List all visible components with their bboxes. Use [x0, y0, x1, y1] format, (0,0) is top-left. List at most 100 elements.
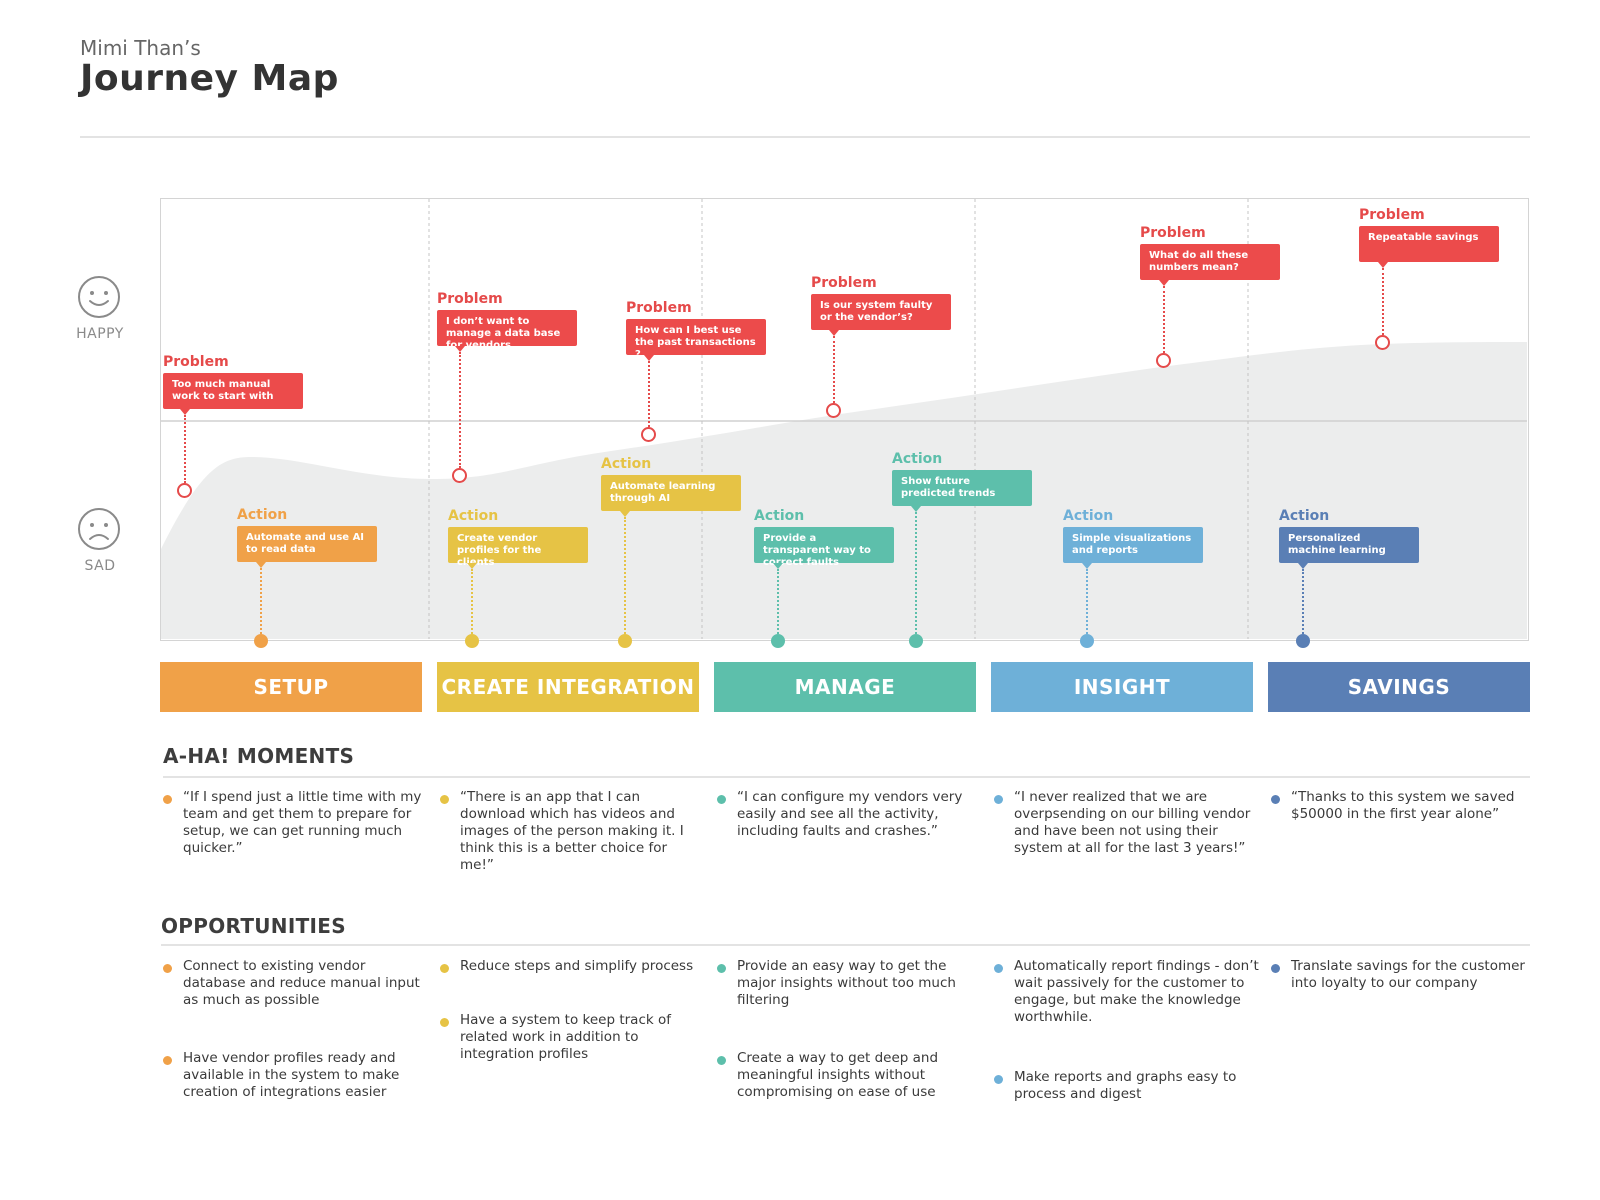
problem-label: Problem [1140, 225, 1206, 241]
action-label: Action [601, 456, 652, 472]
sad-face-icon [78, 508, 120, 550]
problem-card: Is our system faulty or the vendor’s? [811, 294, 951, 330]
aha-bullet [717, 795, 726, 804]
action-stem [915, 512, 917, 634]
action-stem [1302, 569, 1304, 634]
problem-stem [184, 415, 186, 483]
stage-create-integration: CREATE INTEGRATION [437, 662, 699, 712]
problem-stem [833, 336, 835, 403]
opportunity-bullet [1271, 964, 1280, 973]
action-marker [771, 634, 785, 648]
emotion-chart [160, 198, 1529, 641]
action-marker [465, 634, 479, 648]
problem-card: Repeatable savings [1359, 226, 1499, 262]
action-stem [1086, 569, 1088, 634]
problem-card: What do all these numbers mean? [1140, 244, 1280, 280]
opportunities-heading: OPPORTUNITIES [161, 914, 346, 938]
action-stem [260, 568, 262, 634]
aha-quote: “I never realized that we are overpsendi… [1014, 789, 1251, 856]
sad-label: SAD [84, 558, 116, 574]
aha-quote: “There is an app that I can download whi… [460, 789, 684, 873]
problem-pointer [180, 409, 190, 415]
action-pointer [773, 563, 783, 569]
opportunity-bullet [163, 1056, 172, 1065]
action-label: Action [1063, 508, 1114, 524]
problem-pointer [1159, 280, 1169, 286]
action-stem [777, 569, 779, 634]
opportunity-bullet [717, 964, 726, 973]
action-pointer [911, 506, 921, 512]
opportunity-bullet [440, 964, 449, 973]
problem-marker [177, 483, 192, 498]
action-card: Automate and use AI to read data [237, 526, 377, 562]
action-marker [618, 634, 632, 648]
action-pointer [1082, 563, 1092, 569]
problem-stem [648, 361, 650, 427]
aha-heading: A-HA! MOMENTS [163, 744, 355, 768]
problem-pointer [455, 346, 465, 352]
action-stem [624, 517, 626, 634]
problem-marker [826, 403, 841, 418]
problem-label: Problem [626, 300, 692, 316]
action-card: Simple visualizations and reports [1063, 527, 1203, 563]
problem-label: Problem [1359, 207, 1425, 223]
opportunity-item: Reduce steps and simplify process [460, 958, 694, 974]
action-label: Action [1279, 508, 1330, 524]
action-pointer [620, 511, 630, 517]
action-label: Action [448, 508, 499, 524]
opportunity-item: Automatically report findings - don’t wa… [1014, 958, 1259, 1025]
journey-owner: Mimi Than’s [80, 36, 201, 60]
stage-setup: SETUP [160, 662, 422, 712]
problem-card: How can I best use the past transactions… [626, 319, 766, 360]
problem-pointer [1378, 262, 1388, 268]
opportunities-divider [161, 944, 1530, 946]
problem-pointer [829, 330, 839, 336]
opportunity-item: Have vendor profiles ready and available… [183, 1050, 400, 1100]
action-marker [254, 634, 268, 648]
stage-manage: MANAGE [714, 662, 976, 712]
action-marker [1080, 634, 1094, 648]
action-pointer [467, 563, 477, 569]
opportunity-bullet [163, 964, 172, 973]
page-title: Journey Map [80, 58, 339, 99]
action-card: Automate learning through AI [601, 475, 741, 511]
problem-marker [641, 427, 656, 442]
problem-card: Too much manual work to start with [163, 373, 303, 409]
problem-stem [1163, 286, 1165, 353]
opportunity-item: Create a way to get deep and meaningful … [737, 1050, 939, 1100]
problem-label: Problem [163, 354, 229, 370]
opportunity-bullet [994, 964, 1003, 973]
problem-stem [1382, 268, 1384, 335]
happy-label: HAPPY [76, 326, 124, 342]
opportunity-item: Connect to existing vendor database and … [183, 958, 420, 1008]
aha-quote: “Thanks to this system we saved $50000 i… [1291, 789, 1515, 822]
problem-label: Problem [437, 291, 503, 307]
problem-marker [1156, 353, 1171, 368]
action-label: Action [754, 508, 805, 524]
emotion-curve [161, 199, 1527, 639]
problem-stem [459, 352, 461, 468]
problem-marker [452, 468, 467, 483]
action-card: Personalized machine learning [1279, 527, 1419, 563]
stage-savings: SAVINGS [1268, 662, 1530, 712]
stage-insight: INSIGHT [991, 662, 1253, 712]
action-card: Create vendor profiles for the clients [448, 527, 588, 568]
aha-bullet [1271, 795, 1280, 804]
aha-quote: “I can configure my vendors very easily … [737, 789, 963, 839]
aha-quote: “If I spend just a little time with my t… [183, 789, 422, 856]
action-marker [909, 634, 923, 648]
problem-card: I don’t want to manage a data base for v… [437, 310, 577, 351]
aha-bullet [440, 795, 449, 804]
aha-bullet [163, 795, 172, 804]
action-pointer [1298, 563, 1308, 569]
problem-pointer [644, 355, 654, 361]
problem-marker [1375, 335, 1390, 350]
happy-face-icon [78, 276, 120, 318]
problem-label: Problem [811, 275, 877, 291]
aha-divider [163, 776, 1530, 778]
action-card: Provide a transparent way to correct fau… [754, 527, 894, 568]
opportunity-item: Provide an easy way to get the major ins… [737, 958, 956, 1008]
aha-bullet [994, 795, 1003, 804]
action-pointer [256, 562, 266, 568]
opportunity-bullet [994, 1075, 1003, 1084]
